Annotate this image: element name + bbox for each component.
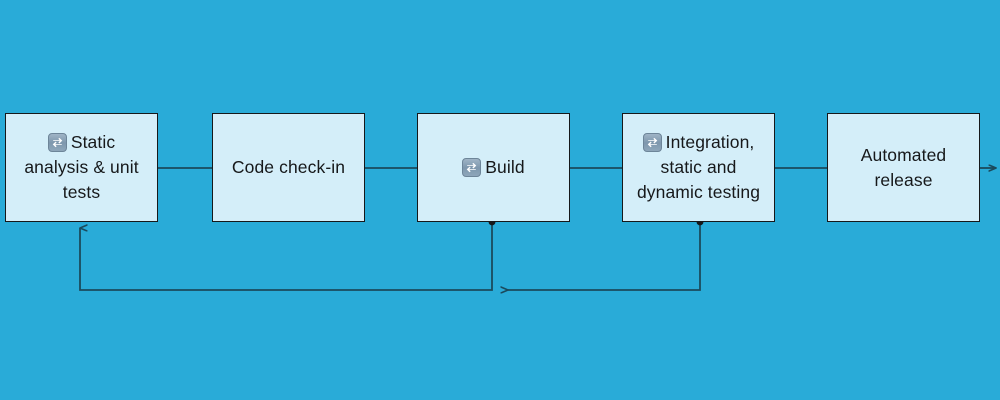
edge-build-feedback-to-static bbox=[79, 222, 493, 291]
node-content: Code check-in bbox=[213, 155, 364, 180]
node-content: Build bbox=[418, 155, 569, 180]
node-automated-release[interactable]: Automated release bbox=[827, 113, 980, 222]
node-integration-static-dynamic-testing[interactable]: Integration, static and dynamic testing bbox=[622, 113, 775, 222]
node-static-analysis-unit-tests[interactable]: Static analysis & unit tests bbox=[5, 113, 158, 222]
node-content: Static analysis & unit tests bbox=[6, 130, 157, 205]
node-content: Integration, static and dynamic testing bbox=[623, 130, 774, 205]
node-code-check-in[interactable]: Code check-in bbox=[212, 113, 365, 222]
repeat-icon bbox=[642, 133, 662, 152]
node-label: Integration, static and dynamic testing bbox=[636, 132, 761, 202]
repeat-icon bbox=[47, 133, 67, 152]
node-content: Automated release bbox=[828, 143, 979, 193]
edge-integration-feedback bbox=[508, 222, 701, 290]
node-label: Automated release bbox=[860, 144, 947, 190]
node-label: Build bbox=[485, 157, 525, 177]
node-label: Code check-in bbox=[231, 157, 346, 177]
node-build[interactable]: Build bbox=[417, 113, 570, 222]
repeat-icon bbox=[462, 158, 482, 177]
node-label: Static analysis & unit tests bbox=[24, 132, 139, 202]
